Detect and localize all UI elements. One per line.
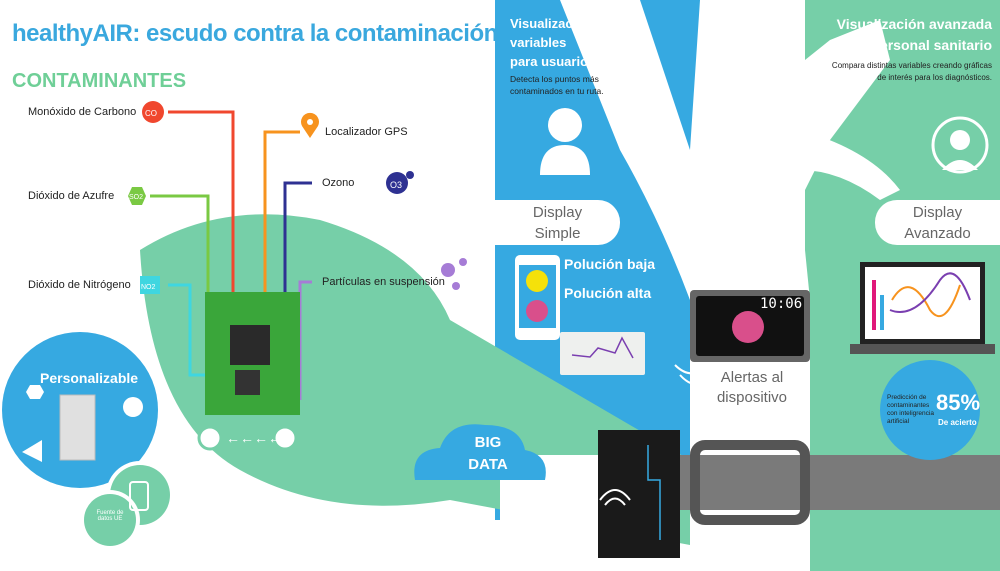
svg-text:CO: CO xyxy=(145,109,157,118)
page-title: healthyAIR: escudo contra la contaminaci… xyxy=(12,20,498,47)
pollutant-label: Ozono xyxy=(322,177,355,189)
gps-pin-icon xyxy=(301,112,319,138)
pollutant-label: Monóxido de Carbono xyxy=(28,106,137,118)
device-icon xyxy=(59,394,96,461)
doctor-icon xyxy=(931,116,989,174)
user-icon xyxy=(548,108,582,142)
pollution-high-label: Polución alta xyxy=(564,285,652,301)
sad-face-icon xyxy=(526,300,548,322)
pollution-low-label: Polución baja xyxy=(564,256,656,272)
svg-text:SO2: SO2 xyxy=(129,194,143,201)
happy-face-icon xyxy=(526,270,548,292)
fan-icon xyxy=(197,425,223,451)
prediction-value: 85% xyxy=(936,390,981,415)
pollutant-label: Partículas en suspensión xyxy=(322,276,445,288)
section-heading: CONTAMINANTES xyxy=(12,70,187,92)
buckle xyxy=(690,440,810,525)
cloud-icon xyxy=(414,424,546,480)
prediction-circle xyxy=(880,360,980,460)
svg-text:←←←←: ←←←← xyxy=(226,430,282,446)
svg-text:O3: O3 xyxy=(390,180,402,190)
eu-circle xyxy=(84,494,136,546)
personalizable-label: Personalizable xyxy=(40,370,139,386)
fan-icon xyxy=(272,425,298,451)
pollutant-label: Dióxido de Azufre xyxy=(28,190,115,202)
svg-text:NO2: NO2 xyxy=(141,284,156,291)
sensor-device xyxy=(598,430,680,558)
pollutant-label: Dióxido de Nitrógeno xyxy=(28,279,131,291)
route-map xyxy=(560,332,645,375)
prediction-caption: De acierto xyxy=(938,418,977,427)
pollutant-label: Localizador GPS xyxy=(325,126,408,138)
advanced-description: Compara distintas variables creando gráf… xyxy=(831,61,992,82)
eu-source-label: Fuente de datos UE xyxy=(96,510,124,522)
watch-time: 10:06 xyxy=(760,296,803,312)
